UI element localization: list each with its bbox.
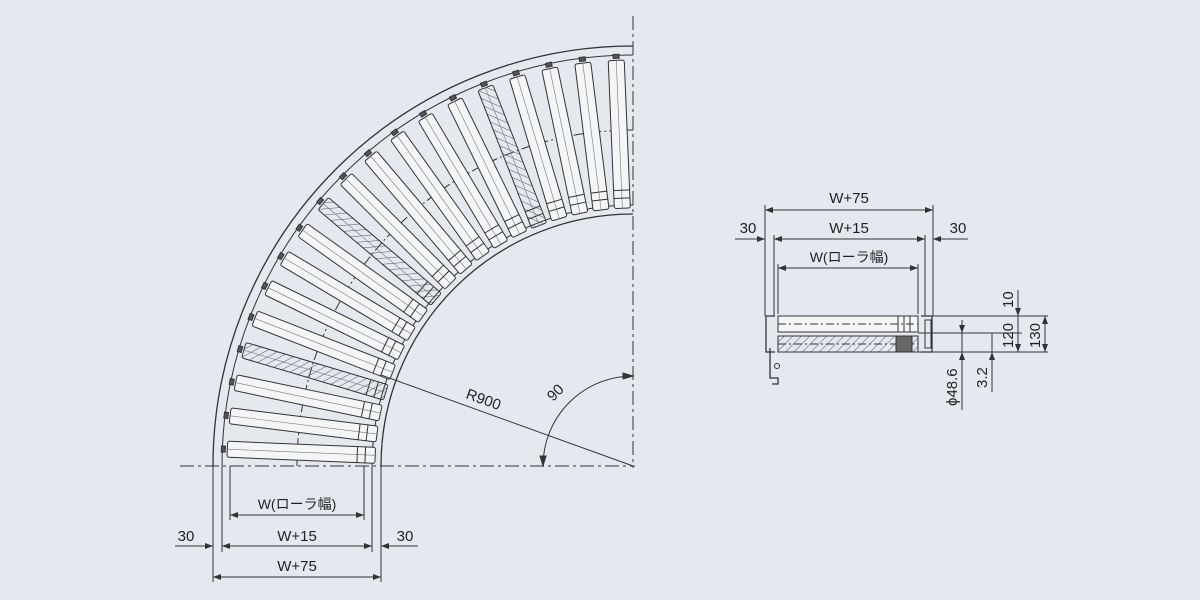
outer-frame-arc <box>212 45 634 467</box>
roller <box>390 128 490 261</box>
roller <box>541 61 589 216</box>
roller <box>315 196 441 306</box>
roller <box>295 223 428 323</box>
dim-right-label: 30 <box>397 528 414 545</box>
left-frame-channel <box>765 315 775 353</box>
roller <box>260 280 405 360</box>
dim-left-label: 30 <box>178 528 195 545</box>
roller-group <box>220 53 631 464</box>
roller <box>363 148 473 274</box>
inner-frame-arc-inner <box>380 213 634 467</box>
section-roller-top-bearing <box>897 316 911 332</box>
dim-mid-label: W+15 <box>277 528 317 545</box>
angle-arrow-a <box>539 455 547 468</box>
roller <box>247 311 396 380</box>
roller <box>338 171 456 289</box>
roller <box>607 53 631 209</box>
roller <box>478 80 547 229</box>
right-frame-plate <box>924 319 932 349</box>
sec-dim-total-label: W+75 <box>829 190 869 207</box>
section-roller-cut-bearing <box>895 335 913 353</box>
radius-label: R900 <box>464 386 504 414</box>
angle-label: 90 <box>544 381 568 405</box>
dim-roller-width-label: W(ローラ幅) <box>258 496 337 512</box>
roller <box>276 251 416 341</box>
roller <box>574 56 610 212</box>
roller <box>223 407 379 443</box>
roller <box>418 109 508 249</box>
section-view <box>735 205 1048 410</box>
roller <box>447 93 527 238</box>
sec-dim-diameter-label: ϕ48.6 <box>944 368 961 406</box>
angle-arc <box>542 375 634 467</box>
sec-dim-top-label: 10 <box>1000 291 1017 308</box>
left-bolt <box>774 363 780 369</box>
roller <box>236 342 389 401</box>
sec-dim-roller-label: W(ローラ幅) <box>810 249 889 265</box>
section-view-labels: W+75 30 W+15 30 W(ローラ幅) 10 120 130 ϕ48.6… <box>740 190 1044 406</box>
dim-total-label: W+75 <box>277 558 317 575</box>
sec-dim-right-label: 30 <box>950 220 967 237</box>
right-frame-channel <box>921 315 933 353</box>
sec-dim-height-label: 130 <box>1027 323 1044 348</box>
roller <box>228 374 383 422</box>
sec-dim-thickness-label: 3.2 <box>974 367 991 388</box>
sec-dim-left-label: 30 <box>740 220 757 237</box>
roller <box>509 69 568 222</box>
radius-line <box>380 374 634 467</box>
sec-dim-middle-label: 120 <box>1000 323 1017 348</box>
roller <box>220 440 376 464</box>
angle-arrow-b <box>622 372 635 380</box>
sec-dim-mid-label: W+15 <box>829 220 869 237</box>
left-bracket <box>769 348 779 385</box>
plan-view <box>175 16 635 582</box>
